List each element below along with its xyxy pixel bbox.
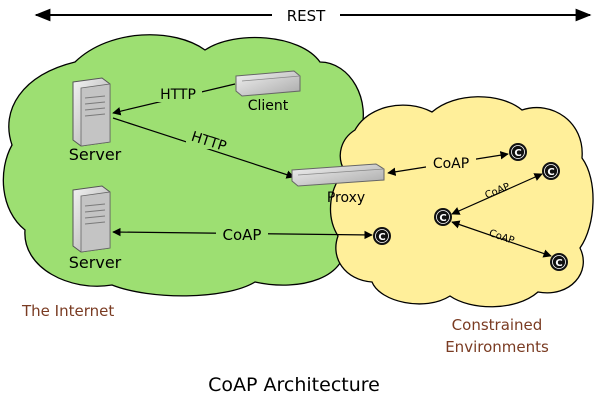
coap-label-bg-1	[426, 153, 476, 171]
server-label-bottom: Server	[69, 253, 122, 272]
client-device-icon	[235, 70, 301, 97]
edge-label-proxy-c1: CoAP	[433, 156, 469, 172]
server-label-top: Server	[69, 145, 122, 164]
constrained-zone-label-line1: Constrained	[452, 316, 543, 334]
server-icon	[72, 77, 111, 147]
edge-c-c1	[451, 173, 543, 215]
http-label-bg-1	[154, 85, 202, 102]
http-label-bg-2	[186, 132, 232, 149]
constrained-node: C	[509, 143, 527, 161]
constrained-node: C	[434, 208, 452, 226]
constrained-cloud	[329, 96, 594, 308]
coap-label-bg-2	[216, 225, 268, 243]
proxy-device-icon	[291, 163, 385, 187]
internet-cloud	[2, 34, 371, 297]
constrained-node-label: C	[547, 167, 554, 178]
diagram-caption: CoAP Architecture	[208, 374, 380, 396]
constrained-node: C	[550, 253, 568, 271]
edge-label-server-c: CoAP	[223, 226, 262, 244]
constrained-node-label: C	[514, 148, 521, 159]
rest-label: REST	[287, 7, 326, 25]
constrained-node-label: C	[555, 258, 562, 269]
server-icon	[72, 185, 111, 253]
constrained-zone-label-line2: Environments	[445, 338, 549, 356]
constrained-node-label: C	[439, 213, 446, 224]
edge-c-c3	[451, 220, 552, 258]
constrained-node: C	[373, 227, 391, 245]
internet-zone-label: The Internet	[21, 302, 114, 320]
edge-label-server-client: HTTP	[160, 87, 196, 103]
proxy-label: Proxy	[327, 190, 365, 206]
constrained-node: C	[542, 162, 560, 180]
client-label: Client	[248, 98, 289, 114]
constrained-node-label: C	[378, 232, 385, 243]
